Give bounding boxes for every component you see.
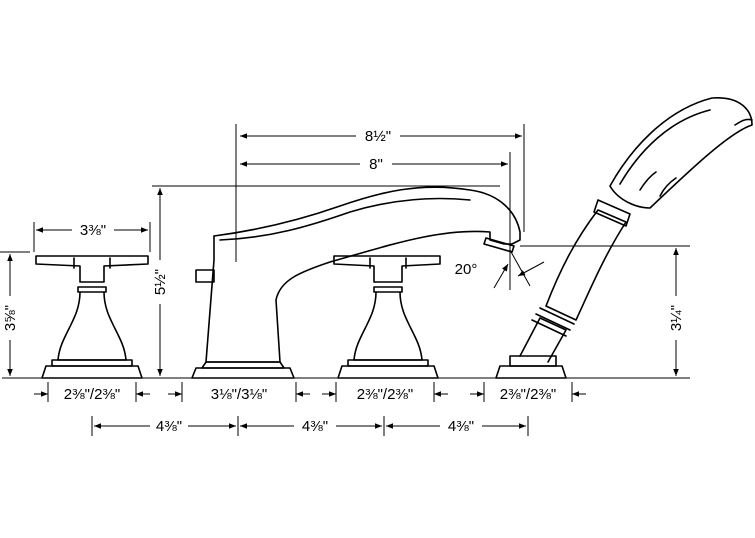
label-shower-height: 3¼": [668, 305, 685, 331]
left-handle-valve: [35, 255, 149, 379]
label-base-spout: 3⅛"/3⅛": [211, 386, 268, 403]
label-spacing-1: 4⅜": [156, 418, 182, 435]
label-base-right-handle: 2⅜"/2⅜": [357, 386, 414, 403]
label-spout-height: 5½": [152, 269, 169, 295]
hand-shower: [495, 97, 753, 379]
right-handle-valve: [333, 255, 441, 379]
label-spout-reach: 8": [369, 156, 383, 173]
dimension-lines: [7, 133, 679, 429]
label-base-left-handle: 2⅜"/2⅜": [64, 386, 121, 403]
spout-valve: [191, 186, 521, 379]
label-base-shower: 2⅜"/2⅜": [500, 386, 557, 403]
label-angle: 20°: [455, 261, 478, 278]
label-handle-width: 3⅜": [80, 222, 106, 239]
label-total-width: 8½": [365, 128, 391, 145]
label-spacing-3: 4⅜": [448, 418, 474, 435]
label-spacing-2: 4⅜": [302, 418, 328, 435]
label-handle-height: 3⅝": [2, 305, 19, 331]
